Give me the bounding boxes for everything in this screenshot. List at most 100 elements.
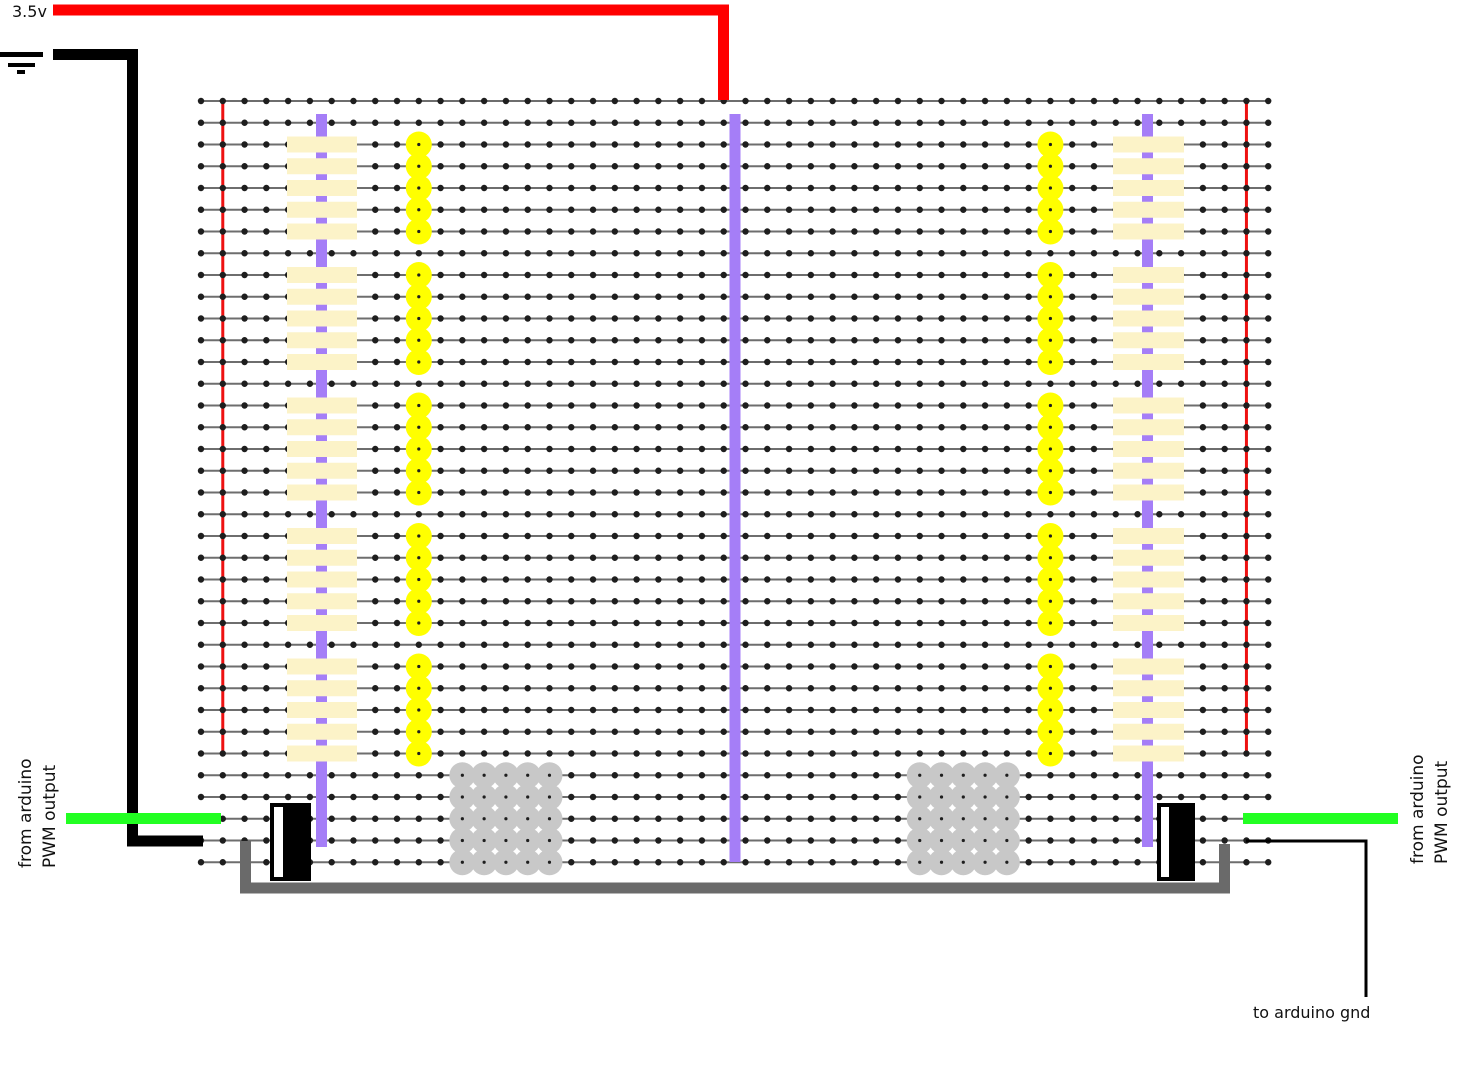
hole: [1025, 250, 1032, 257]
hole: [1025, 380, 1032, 387]
hole: [284, 772, 292, 779]
hole: [981, 184, 989, 192]
hole: [655, 206, 662, 213]
hole: [1003, 554, 1011, 561]
hole: [393, 206, 401, 213]
hole: [938, 750, 945, 757]
hole: [698, 793, 706, 801]
hole: [437, 358, 444, 366]
hole: [1265, 706, 1272, 714]
hole: [829, 380, 836, 387]
hole: [197, 706, 205, 714]
hole: [263, 293, 270, 300]
hole: [916, 554, 923, 561]
hole: [1069, 271, 1076, 279]
hole: [785, 815, 793, 822]
hole: [851, 706, 858, 714]
led-hole: [417, 316, 421, 321]
hole: [546, 728, 553, 735]
hole: [1221, 402, 1228, 409]
hole: [393, 97, 401, 105]
hole: [807, 619, 815, 627]
hole: [350, 511, 357, 518]
hole: [502, 467, 510, 474]
hole: [633, 663, 640, 670]
hole: [655, 337, 662, 344]
hole: [698, 163, 706, 170]
hole: [916, 119, 923, 126]
hole: [1221, 141, 1228, 148]
hole: [676, 97, 684, 105]
hole: [480, 206, 488, 213]
hole: [197, 619, 205, 627]
hole: [1265, 250, 1272, 257]
hole: [872, 837, 880, 844]
hole: [851, 793, 858, 801]
hole: [1025, 576, 1032, 583]
hole: [502, 728, 510, 735]
hole: [1265, 511, 1272, 518]
hole: [872, 859, 880, 866]
hole: [372, 467, 379, 474]
hole: [524, 119, 531, 126]
hole: [829, 728, 836, 735]
hole: [851, 576, 858, 583]
hole: [589, 772, 597, 779]
hole: [894, 445, 902, 453]
hole: [829, 315, 836, 322]
hole: [372, 424, 379, 431]
hole: [241, 467, 248, 474]
hole: [459, 141, 466, 148]
hole: [894, 859, 902, 866]
hole: [1221, 293, 1228, 300]
led-hole: [417, 577, 421, 582]
hole: [524, 250, 531, 257]
hole: [589, 445, 597, 453]
hole: [459, 250, 466, 257]
hole: [676, 141, 684, 148]
hole: [742, 598, 749, 605]
hole: [546, 532, 553, 540]
hole: [1199, 163, 1207, 170]
hole: [524, 141, 531, 148]
hole: [197, 598, 205, 605]
hole: [437, 228, 444, 235]
hole: [720, 293, 727, 300]
hole: [1069, 619, 1076, 627]
hole: [611, 532, 619, 540]
hole: [611, 250, 619, 257]
hole: [720, 228, 727, 235]
hole: [698, 402, 706, 409]
hole: [1243, 97, 1250, 105]
hole: [1003, 641, 1011, 648]
hole: [568, 445, 575, 453]
hole: [611, 598, 619, 605]
hole: [219, 250, 226, 257]
hole: [393, 532, 401, 540]
hole: [611, 228, 619, 235]
hole: [372, 315, 379, 322]
hole: [1156, 380, 1163, 387]
hole: [807, 706, 815, 714]
pad-hole: [961, 773, 965, 777]
led-hole: [417, 534, 421, 538]
hole: [1265, 576, 1272, 583]
hole: [1199, 184, 1207, 192]
hole: [894, 750, 902, 757]
hole: [633, 228, 640, 235]
resistor: [1113, 158, 1184, 175]
hole: [981, 206, 989, 213]
hole: [1025, 793, 1032, 801]
hole: [764, 554, 771, 561]
hole: [1243, 750, 1250, 757]
hole: [633, 358, 640, 366]
hole: [720, 489, 727, 496]
hole: [1265, 315, 1272, 322]
hole: [851, 250, 858, 257]
hole: [437, 119, 444, 126]
hole: [807, 728, 815, 735]
hole: [1090, 228, 1098, 235]
hole: [633, 511, 640, 518]
hole: [807, 772, 815, 779]
hole: [350, 250, 357, 257]
